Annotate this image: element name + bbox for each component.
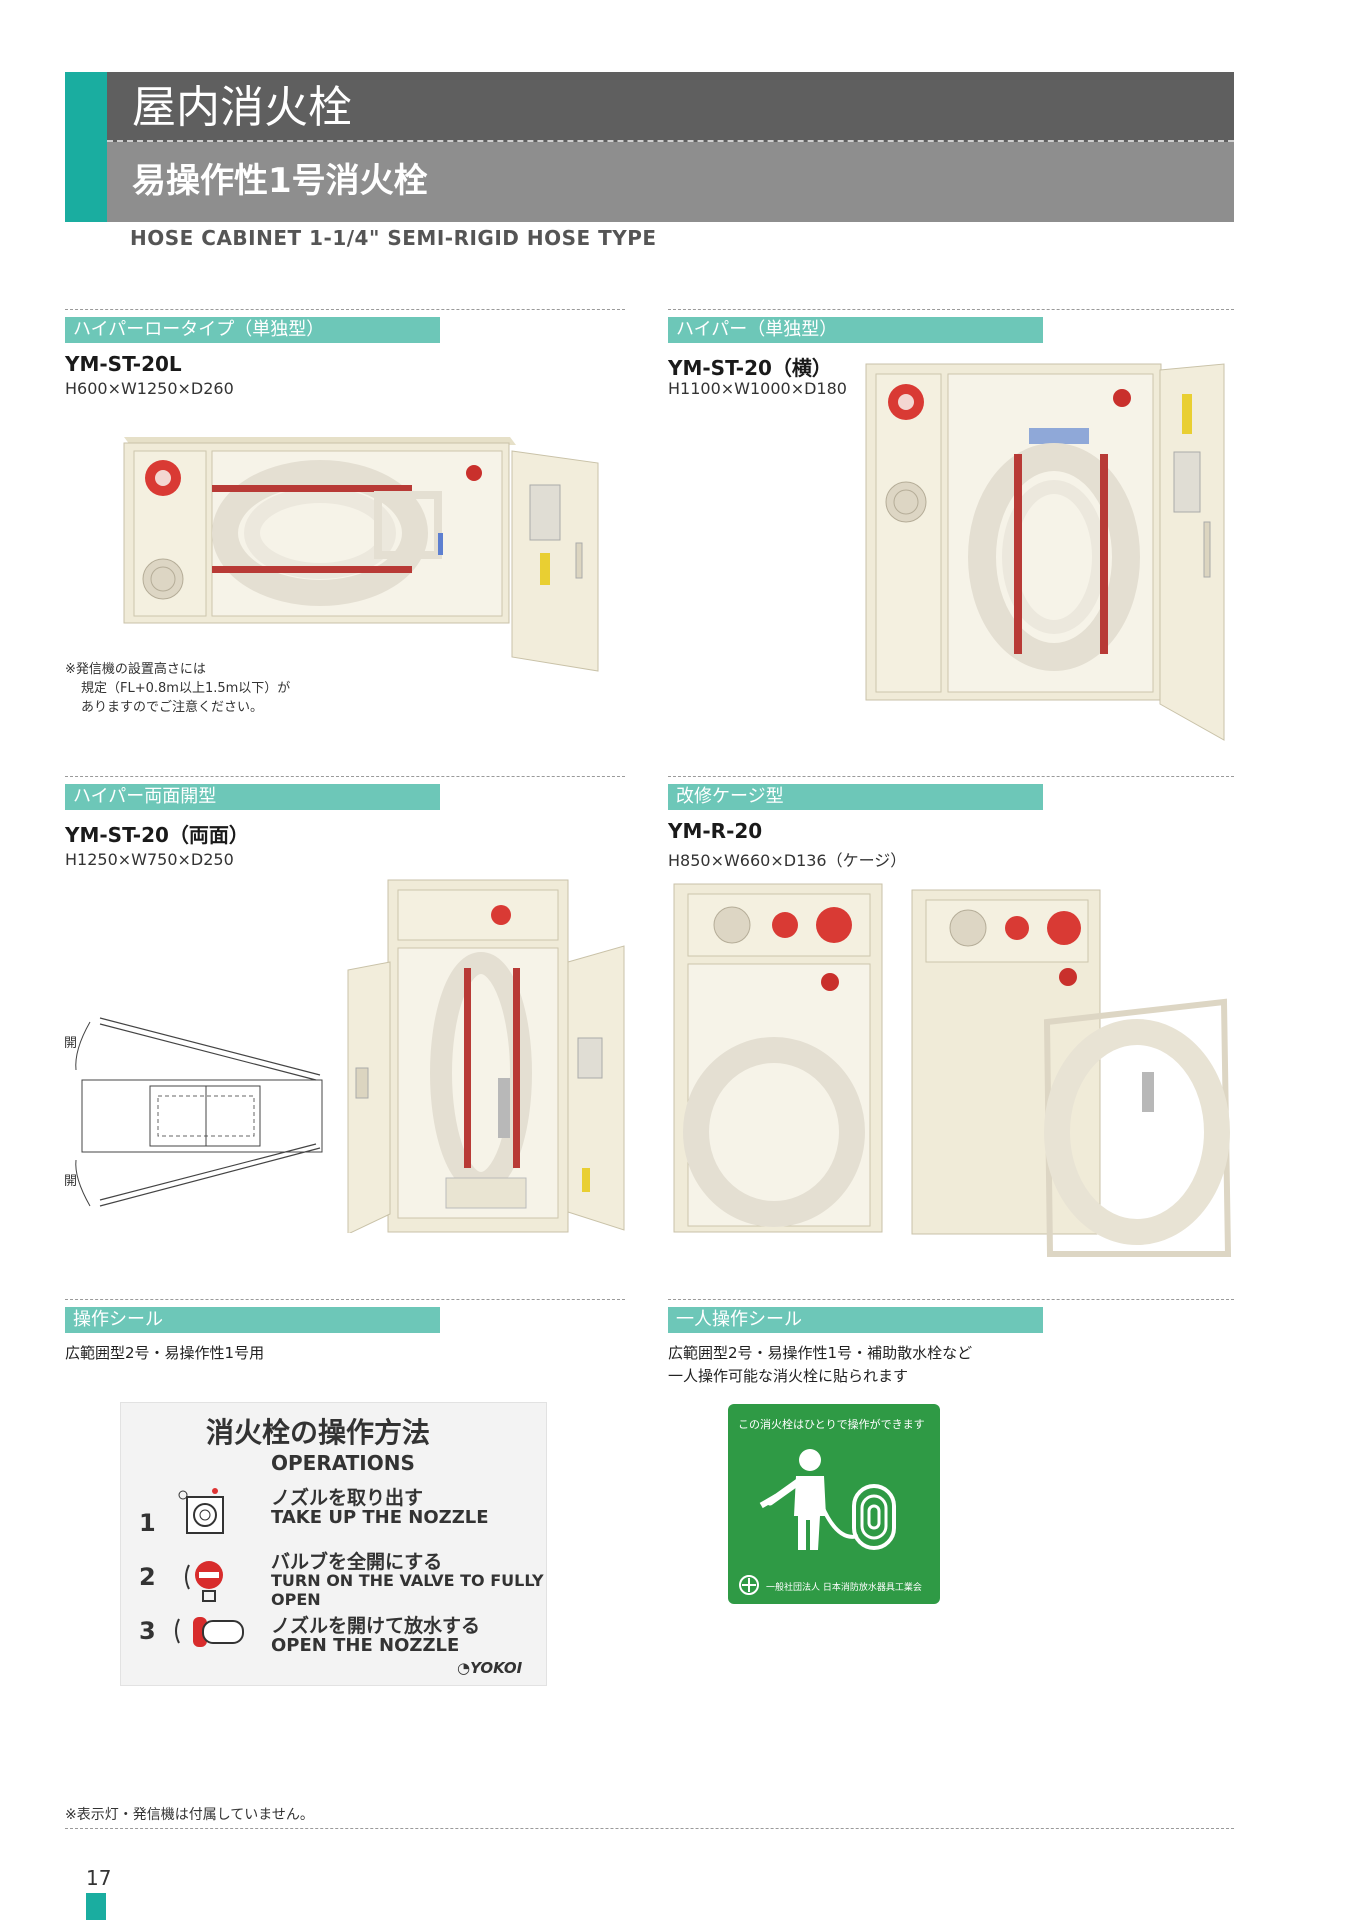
divider: [668, 776, 1234, 777]
association-logo: [734, 1574, 764, 1596]
step-en: OPEN THE NOZZLE: [271, 1635, 460, 1656]
divider: [65, 309, 625, 310]
divider: [668, 1299, 1234, 1300]
category-bar: ハイパー両面開型: [65, 784, 440, 810]
footer-divider: [65, 1828, 1234, 1829]
product-photo-ym-r-20: [672, 882, 1232, 1257]
divider: [65, 1299, 625, 1300]
page-english-title: HOSE CABINET 1-1/4" SEMI-RIGID HOSE TYPE: [130, 226, 657, 250]
door-opening-diagram: [60, 1010, 330, 1220]
step-jp: バルブを全開にする: [271, 1551, 443, 1573]
dimensions: H1100×W1000×D180: [668, 379, 847, 398]
step-en: TURN ON THE VALVE TO FULLY OPEN: [271, 1571, 544, 1609]
open-label-top: 開: [64, 1036, 78, 1051]
seal-description: 広範囲型2号・易操作性1号・補助散水栓など: [668, 1344, 973, 1362]
dimensions: H850×W660×D136（ケージ）: [668, 851, 907, 870]
yokoi-logo: ◔YOKOI: [457, 1659, 523, 1677]
category-bar: 一人操作シール: [668, 1307, 1043, 1333]
header-accent: [65, 72, 107, 222]
product-photo-ym-st-20-ryomen: [346, 878, 626, 1233]
valve-icon: [181, 1549, 235, 1605]
seal-bottom-text: 一般社団法人 日本消防放水器具工業会: [766, 1583, 922, 1593]
seal-subtitle: OPERATIONS: [271, 1451, 415, 1475]
category-bar: ハイパーロータイプ（単独型）: [65, 317, 440, 343]
footer-note: ※表示灯・発信機は付属していません。: [65, 1807, 314, 1823]
step-jp: ノズルを取り出す: [271, 1487, 424, 1509]
nozzle-box-icon: [177, 1487, 231, 1539]
dimensions: H1250×W750×D250: [65, 850, 234, 869]
category-bar: 改修ケージ型: [668, 784, 1043, 810]
person-with-hose-icon: [758, 1446, 908, 1556]
transmitter-note: ※発信機の設置高さには 規定（FL+0.8m以上1.5m以下）が ありますのでご…: [65, 662, 291, 715]
page-number-accent: [86, 1893, 106, 1920]
category-bar: ハイパー（単独型）: [668, 317, 1043, 343]
divider: [65, 776, 625, 777]
step-number: 3: [139, 1617, 156, 1645]
seal-title: 消火栓の操作方法: [206, 1416, 431, 1449]
header-subtitle-band: [107, 142, 1234, 222]
page-subtitle: 易操作性1号消火栓: [132, 161, 428, 201]
model-number: YM-ST-20L: [65, 352, 182, 376]
dimensions: H600×W1250×D260: [65, 379, 234, 398]
page-number: 17: [86, 1866, 112, 1890]
step-number: 2: [139, 1563, 156, 1591]
step-number: 1: [139, 1509, 156, 1537]
step-en: TAKE UP THE NOZZLE: [271, 1507, 489, 1528]
product-photo-ym-st-20l: [120, 433, 600, 673]
model-number: YM-ST-20（横）: [668, 356, 832, 380]
model-number: YM-R-20: [668, 819, 763, 843]
product-photo-ym-st-20-yoko: [864, 362, 1229, 742]
seal-description: 一人操作可能な消火栓に貼られます: [668, 1367, 909, 1385]
single-operation-seal: この消火栓はひとりで操作ができます 一般社団法人 日本消防放水器具工業会: [728, 1404, 940, 1604]
seal-description: 広範囲型2号・易操作性1号用: [65, 1344, 265, 1362]
open-nozzle-icon: [173, 1607, 247, 1655]
model-number: YM-ST-20（両面）: [65, 823, 249, 847]
page-title: 屋内消火栓: [132, 82, 352, 133]
header-title-band: [107, 72, 1234, 142]
seal-top-text: この消火栓はひとりで操作ができます: [738, 1418, 925, 1431]
divider: [668, 309, 1234, 310]
yokoi-mark-icon: ◔: [457, 1659, 471, 1677]
open-label-bottom: 開: [64, 1174, 78, 1189]
operation-seal: 消火栓の操作方法 OPERATIONS 1 ノズルを取り出す TAKE UP T…: [120, 1402, 547, 1686]
step-jp: ノズルを開けて放水する: [271, 1615, 481, 1637]
category-bar: 操作シール: [65, 1307, 440, 1333]
